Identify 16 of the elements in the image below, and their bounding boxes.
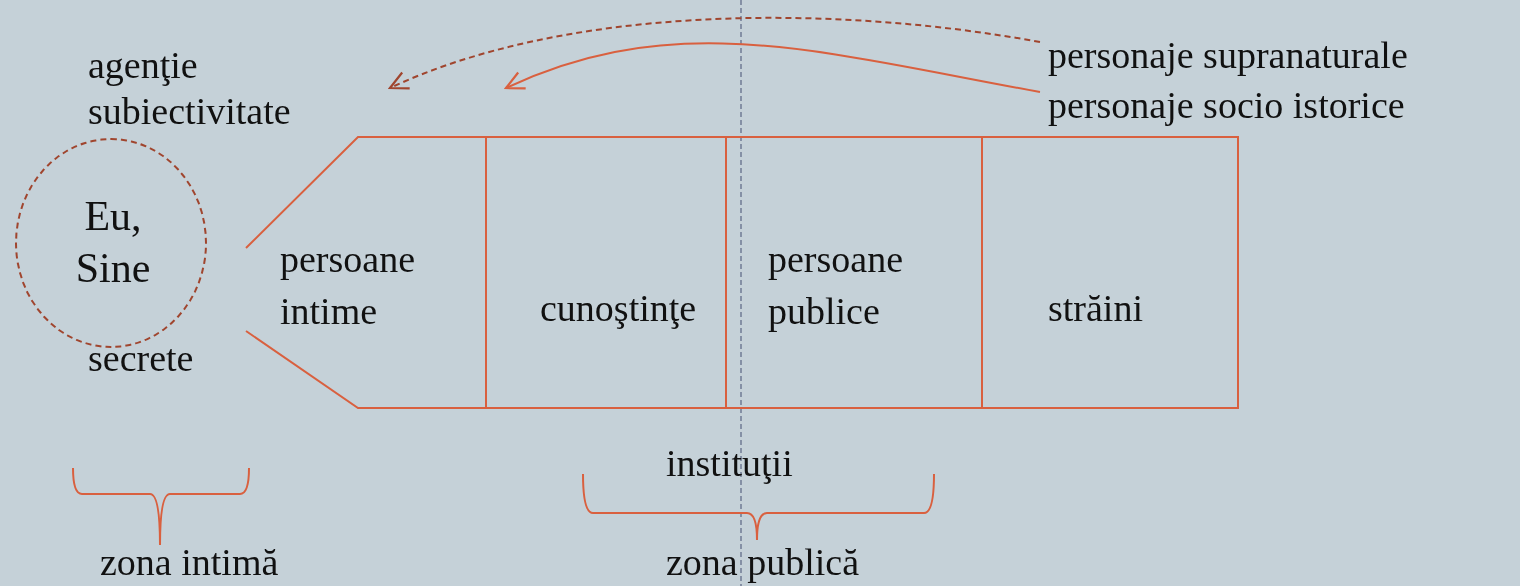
text-label: personaje socio istorice: [1048, 83, 1405, 128]
circle-label: Eu, Sine: [74, 192, 152, 293]
zone-label: zona publică: [666, 540, 860, 585]
text-label: persoane intime: [280, 237, 417, 334]
text-label: personaje supranaturale: [1048, 33, 1408, 78]
note-label: secrete: [88, 336, 194, 381]
text-label: persoane publice: [768, 237, 905, 334]
dashed-circle: [15, 138, 207, 348]
note-label: instituţii: [666, 441, 793, 486]
text-label: agenţie: [88, 43, 198, 88]
arrow: [388, 17, 1041, 91]
text-label: străini: [1048, 286, 1143, 331]
zone-label: zona intimă: [100, 540, 279, 585]
arrow: [504, 42, 1041, 93]
text-label: subiectivitate: [88, 89, 291, 134]
text-label: cunoştinţe: [540, 286, 697, 331]
